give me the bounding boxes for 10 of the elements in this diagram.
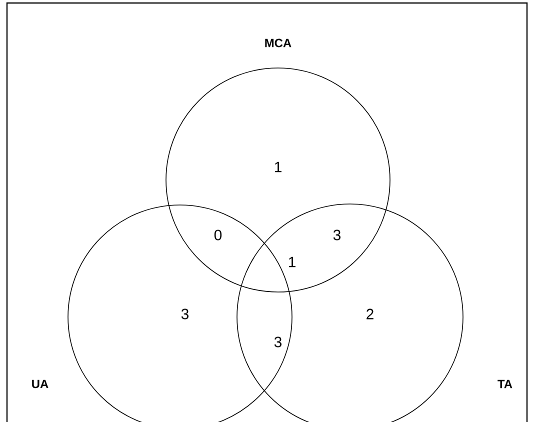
- region-count: 0: [214, 230, 222, 240]
- node-label: TA: [498, 380, 512, 388]
- region-count: 3: [333, 230, 340, 240]
- region-count: 3: [274, 336, 282, 348]
- node-label: MCA: [265, 38, 292, 48]
- region-count: 1: [275, 162, 282, 172]
- region-count: 3: [181, 308, 188, 320]
- node-label: UA: [32, 380, 48, 388]
- region-count: 1: [289, 256, 296, 268]
- region-count: 2: [366, 308, 374, 320]
